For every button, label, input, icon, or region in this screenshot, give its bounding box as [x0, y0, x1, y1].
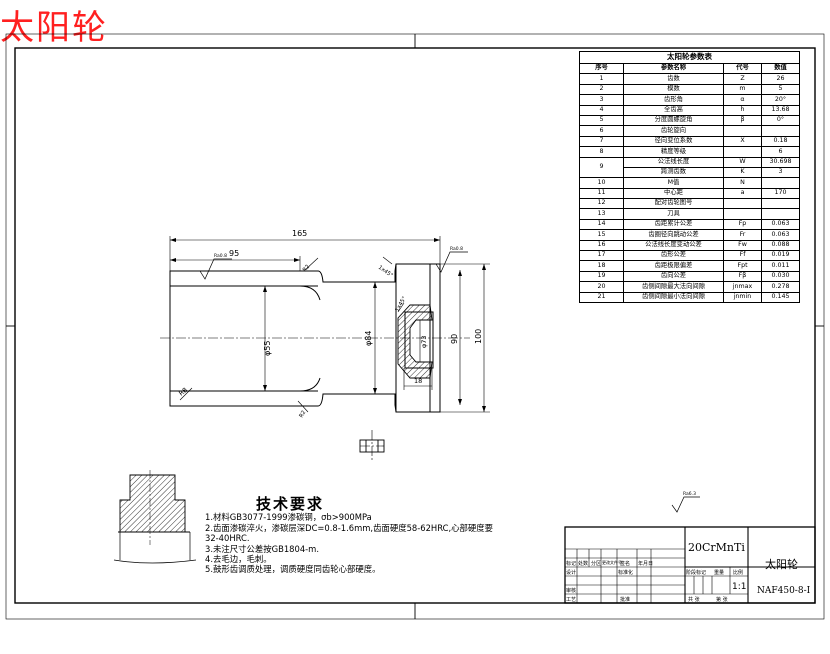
tech-requirement-line: 1.材料GB3077-1999渗碳钢，σb>900MPa — [205, 512, 372, 523]
dim-outer: 100 — [474, 329, 483, 344]
dim-groove-width: 18 — [414, 377, 422, 385]
roughness-symbols — [199, 251, 700, 513]
title-block-frame — [564, 526, 816, 604]
dim-hub: 90 — [450, 334, 459, 344]
keyway-detail — [359, 439, 385, 453]
tb-label-stage: 阶段标记 — [686, 570, 707, 576]
material-label: 20CrMnTi — [688, 541, 745, 554]
parameter-table-caption: 太阳轮参数表 — [579, 51, 800, 64]
dimension-lines — [169, 236, 490, 413]
tb-label-date: 年月日 — [638, 561, 654, 567]
dim-shaft: φ84 — [364, 331, 373, 346]
dim-groove: φ73 — [420, 335, 428, 348]
groove-hatching — [397, 304, 433, 379]
roughness-label-1: Ra0.8 — [214, 253, 227, 259]
tb-label-approve: 批准 — [620, 597, 631, 603]
dim-radius: R8 — [177, 386, 189, 398]
tech-requirements: 技术要求 1.材料GB3077-1999渗碳钢，σb>900MPa 2.齿面渗碳… — [205, 496, 565, 575]
drawing-number: NAF450-8-I — [757, 586, 811, 596]
dim-small-2: R2 — [299, 410, 308, 419]
dim-step-length: 95 — [229, 249, 239, 258]
tb-label-signature: 签名 — [620, 561, 631, 567]
roughness-label-2: Ra0.8 — [450, 246, 463, 252]
tb-label-total-sheets: 共 张 — [688, 597, 700, 603]
tb-label-change-doc: 更改文件号 — [602, 560, 622, 565]
dim-chamfer-1: 1x45° — [377, 265, 394, 280]
tb-label-count: 处数 — [578, 561, 589, 567]
tb-label-standard: 标准化 — [618, 570, 634, 576]
tech-requirement-line: 4.去毛边，毛刺。 — [205, 554, 272, 565]
tb-label-review: 审核 — [566, 588, 577, 594]
tech-requirement-line: 32-40HRC. — [205, 533, 250, 544]
dim-bore: φ55 — [263, 341, 272, 356]
tb-label-sheet-no: 第 张 — [716, 597, 728, 603]
tech-requirement-line: 2.齿面渗碳淬火，渗碳层深DC=0.8-1.6mm,齿面硬度58-62HRC,心… — [205, 522, 493, 533]
section-detail — [113, 470, 197, 564]
roughness-label-general: Ra6.3 — [683, 491, 696, 497]
dim-small-1: R2 — [302, 264, 311, 273]
scale-value: 1:1 — [732, 582, 747, 592]
tb-label-scale: 比例 — [733, 570, 744, 576]
tech-requirements-title: 技术要求 — [255, 495, 324, 513]
tb-label-design: 设计 — [566, 570, 577, 576]
tb-label-zone: 分区 — [591, 561, 602, 567]
parameter-table-header: 序号 参数名称 代号 数值 — [579, 62, 800, 75]
tb-label-process: 工艺 — [566, 597, 577, 603]
tb-label-mark: 标记 — [566, 561, 577, 567]
part-name-label: 太阳轮 — [765, 558, 798, 571]
tech-requirement-line: 5.鼓形齿调质处理，调质硬度同齿轮心部硬度。 — [205, 564, 381, 575]
tech-requirement-line: 3.未注尺寸公差按GB1804-m. — [205, 543, 320, 554]
tb-label-weight: 重量 — [714, 570, 725, 576]
dim-overall-length: 165 — [292, 229, 307, 238]
drawing-title: 太阳轮 — [0, 8, 108, 48]
